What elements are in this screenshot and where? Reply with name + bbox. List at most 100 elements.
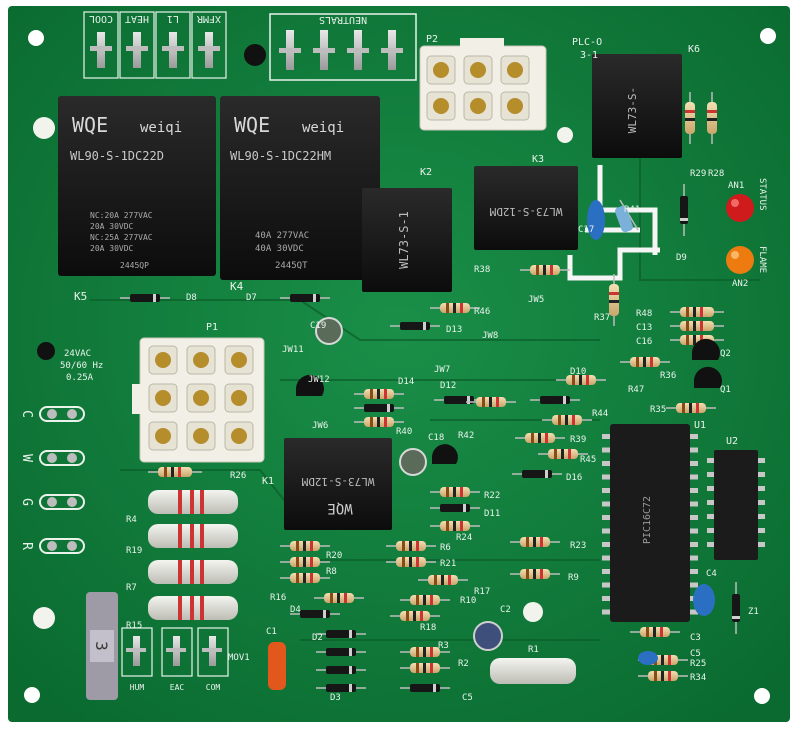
resistor-38 <box>430 303 480 313</box>
silk-label: R29 <box>690 169 706 179</box>
p1-pin <box>193 428 209 444</box>
side-terminal-label: C <box>19 410 34 418</box>
diode-27 <box>290 610 340 618</box>
silk-label: C19 <box>310 321 326 331</box>
side-terminal-r[interactable]: R <box>19 538 85 554</box>
mounting-holes <box>24 28 776 704</box>
neutral-spade-4[interactable] <box>381 30 403 70</box>
diode-31 <box>316 684 366 692</box>
resistor-5 <box>707 92 717 144</box>
relay-k5-brand-sub: weiqi <box>140 120 182 136</box>
resistor-47 <box>148 467 202 477</box>
relay-k1-brand: WQE <box>327 500 352 516</box>
silk-label: R16 <box>270 593 286 603</box>
silk-label: R3 <box>438 641 449 651</box>
silk-label: JW6 <box>312 421 328 431</box>
side-terminal-g[interactable]: G <box>19 494 85 510</box>
resistor-25 <box>400 595 450 605</box>
silk-label: R17 <box>474 587 490 597</box>
top-terminal-4[interactable]: XFMR <box>191 11 227 79</box>
capacitor-post <box>37 342 55 360</box>
side-terminal-w[interactable]: W <box>19 450 85 466</box>
silk-label: R45 <box>580 455 596 465</box>
silk-label: R20 <box>326 551 342 561</box>
silk-label: R7 <box>126 583 137 593</box>
resistor-16 <box>510 537 560 547</box>
silk-label: C4 <box>706 569 717 579</box>
electrolytic-capacitors <box>315 317 503 651</box>
bottom-terminal-3[interactable]: COM <box>197 627 229 692</box>
top-terminal-3[interactable]: L1 <box>155 11 191 79</box>
silk-label: R38 <box>474 265 490 275</box>
resistor-40 <box>520 265 570 275</box>
silk-label: R37 <box>594 313 610 323</box>
resistor-8 <box>666 403 716 413</box>
p1-pin <box>231 352 247 368</box>
top-terminal-1[interactable]: COOL <box>83 11 119 79</box>
neutral-spade-3[interactable] <box>347 30 369 70</box>
silk-label: R47 <box>628 385 644 395</box>
silk-label: C2 <box>500 605 511 615</box>
connector-p1: P1 <box>132 322 265 463</box>
diode-49 <box>280 294 330 302</box>
silk-label: C16 <box>636 337 652 347</box>
silk-label: C3 <box>690 633 701 643</box>
relay-k5-rating-1: 20A 30VDC <box>90 222 134 231</box>
resistor-7 <box>556 375 606 385</box>
silk-label: R35 <box>650 405 666 415</box>
resistor-17 <box>510 569 560 579</box>
neutrals-label: NEUTRALS <box>319 14 367 25</box>
fuse: 3 <box>86 592 118 700</box>
relay-k1: WL73-S-12DM WQE K1 <box>262 438 392 530</box>
silk-label: D7 <box>246 293 257 303</box>
silk-label: MOV1 <box>228 653 250 663</box>
relay-k5-ref: K5 <box>74 290 87 303</box>
power-rating-label: 24VAC 50/60 Hz 0.25A <box>60 349 103 383</box>
top-terminal-label: HEAT <box>125 13 149 24</box>
connector-p2-ref: P2 <box>426 34 438 45</box>
silk-label: D11 <box>484 509 500 519</box>
thermostat-terminals: C W G R <box>19 406 85 554</box>
silk-label: R15 <box>126 621 142 631</box>
mov1-varistor <box>268 642 286 690</box>
resistor-r1 <box>490 658 576 684</box>
silk-label: D16 <box>566 473 582 483</box>
silk-label: R44 <box>592 409 608 419</box>
relay-k4-brand-sub: weiqi <box>302 120 344 136</box>
resistor-18 <box>386 541 436 551</box>
resistor-26 <box>390 611 440 621</box>
diode-53 <box>732 582 740 634</box>
relay-k6: WL73-S- K6 <box>592 44 700 158</box>
silk-label: R34 <box>690 673 706 683</box>
transistors <box>296 338 722 464</box>
ic-u1: PIC16C72 U1 <box>602 420 706 622</box>
bottom-terminal-1[interactable]: HUM <box>121 627 153 692</box>
resistor-46 <box>466 397 516 407</box>
p2-pin <box>433 98 449 114</box>
neutral-spade-2[interactable] <box>313 30 335 70</box>
silk-label: C17 <box>578 225 594 235</box>
p2-pin <box>470 98 486 114</box>
led-an1-ref: AN1 <box>728 181 744 191</box>
bottom-terminal-2[interactable]: EAC <box>161 627 193 692</box>
relay-k1-ref: K1 <box>262 476 274 487</box>
silk-label: C1 <box>266 627 277 637</box>
top-terminal-2[interactable]: HEAT <box>119 11 155 79</box>
relay-k4-rating-0: 40A 277VAC <box>255 231 309 241</box>
neutral-spade-1[interactable] <box>279 30 301 70</box>
plc-label-1: 3-1 <box>580 50 598 61</box>
diode-45 <box>530 396 580 404</box>
silk-label: R24 <box>456 533 472 543</box>
relay-k5-rating-4: 2445QP <box>120 261 149 270</box>
relay-k4-rating-1: 40A 30VDC <box>255 244 304 254</box>
led-an2-ref: AN2 <box>732 279 748 289</box>
diode-12 <box>512 470 562 478</box>
relay-k2-model: WL73-S-1 <box>397 211 411 269</box>
neutrals-block: NEUTRALS <box>269 13 417 81</box>
silk-label: R23 <box>570 541 586 551</box>
p2-pin <box>507 62 523 78</box>
power-resistor-3 <box>148 560 238 584</box>
side-terminal-c[interactable]: C <box>19 406 85 422</box>
relay-k2-ref: K2 <box>420 167 432 178</box>
